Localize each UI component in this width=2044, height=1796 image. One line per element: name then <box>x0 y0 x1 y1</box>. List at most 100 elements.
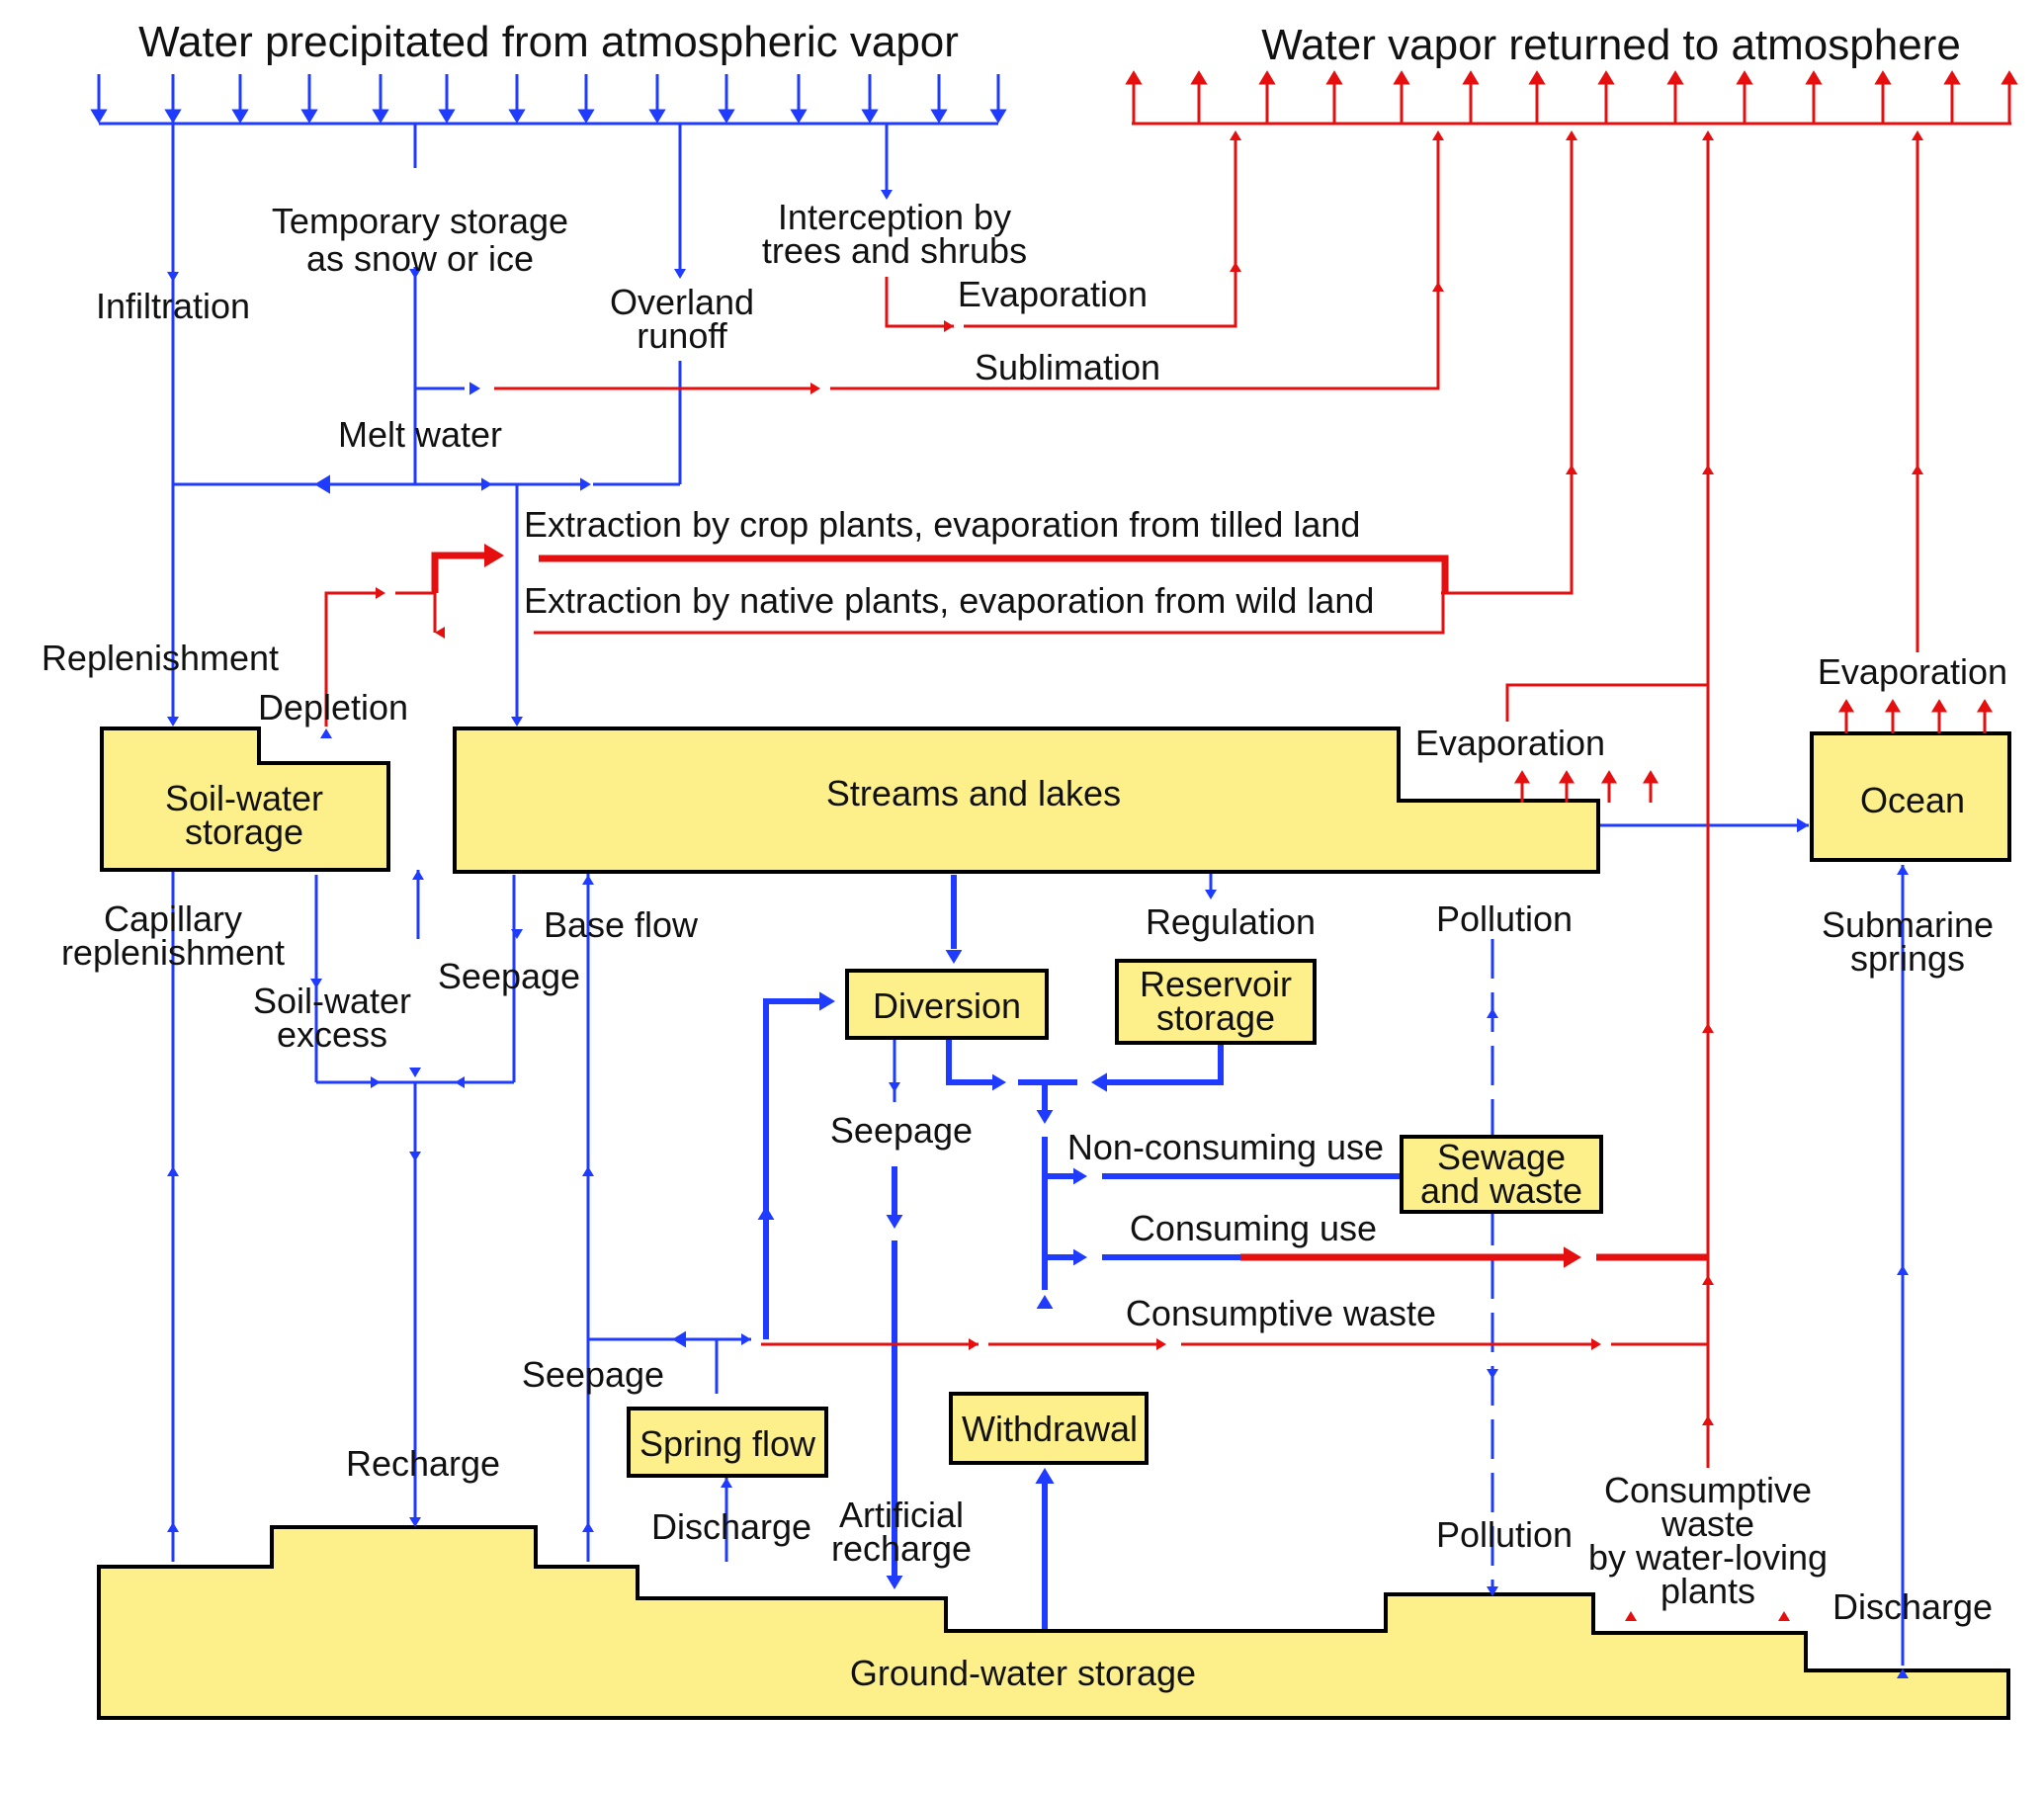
evaporation-ocean-label: Evaporation <box>1818 651 2007 692</box>
blue-arrowhead <box>672 1330 686 1348</box>
pollution-bottom-label: Pollution <box>1436 1514 1573 1555</box>
blue-arrowhead <box>1897 1265 1909 1275</box>
precipitation-arrowhead <box>438 109 456 124</box>
vapor-return-arrowhead <box>1462 70 1480 85</box>
precipitation-arrowhead <box>300 109 318 124</box>
discharge-spring-label: Discharge <box>651 1506 811 1547</box>
blue-arrowhead <box>945 950 963 964</box>
red-arrowhead <box>1778 1611 1790 1621</box>
precipitation-arrowhead <box>718 109 735 124</box>
seepage-streams-label: Seepage <box>438 956 580 996</box>
ocean-evaporation-arrowhead <box>1884 699 1902 713</box>
red-arrowhead <box>810 383 820 394</box>
blue-arrowhead <box>886 1576 903 1589</box>
regulation-label: Regulation <box>1146 901 1316 942</box>
blue-arrowhead <box>1036 1295 1054 1309</box>
blue-arrowhead <box>889 1082 900 1092</box>
evaporation-streams-label: Evaporation <box>1415 723 1605 763</box>
blue-arrowhead <box>721 1478 732 1488</box>
blue-arrowhead <box>582 1522 594 1532</box>
blue-arrowhead <box>412 870 424 880</box>
precipitation-heading: Water precipitated from atmospheric vapo… <box>138 18 959 66</box>
spring-flow-box <box>627 1407 828 1478</box>
red-arrowheads <box>376 130 1923 1621</box>
precipitation-arrowhead <box>164 109 182 124</box>
vapor-return-arrowhead <box>1393 70 1410 85</box>
red-arrowhead <box>1156 1338 1166 1350</box>
blue-arrowhead <box>511 717 523 727</box>
base-flow-label: Base flow <box>544 904 699 945</box>
blue-arrowhead <box>314 474 330 494</box>
blue-arrowhead <box>757 1206 775 1220</box>
vapor-return-arrowhead <box>1325 70 1343 85</box>
native-extraction-label: Extraction by native plants, evaporation… <box>524 580 1374 621</box>
spring-flow-text: Spring flow <box>639 1423 816 1464</box>
red-arrowhead <box>435 627 445 639</box>
red-arrowhead <box>1702 1275 1714 1285</box>
blue-arrowhead <box>582 875 594 885</box>
red-arrowhead <box>1702 465 1714 474</box>
blue-arrowhead <box>582 1166 594 1176</box>
red-arrowhead <box>1564 1246 1581 1268</box>
melt-water-label: Melt water <box>338 414 502 455</box>
seepage-diversion-label: Seepage <box>830 1110 973 1151</box>
ocean-text: Ocean <box>1860 780 1965 820</box>
blue-arrowhead <box>1036 1110 1054 1124</box>
replenishment-label: Replenishment <box>42 638 279 678</box>
blue-arrowhead <box>580 477 591 491</box>
recharge-label: Recharge <box>346 1443 500 1484</box>
sublimation-label: Sublimation <box>975 347 1160 387</box>
red-arrowhead <box>1912 130 1923 140</box>
precipitation-arrows <box>90 74 1007 124</box>
blue-arrowheads <box>167 190 1909 1678</box>
soil-water-storage-box <box>100 727 390 872</box>
streams-evaporation-arrowhead <box>1513 770 1531 784</box>
ocean-evaporation-arrowhead <box>1837 699 1855 713</box>
blue-arrowhead <box>1897 865 1909 875</box>
ground-water-storage-text: Ground-water storage <box>850 1653 1196 1693</box>
precipitation-arrowhead <box>231 109 249 124</box>
blue-arrowhead <box>481 477 492 491</box>
blue-arrowhead <box>511 929 523 939</box>
red-arrowhead <box>1702 1415 1714 1425</box>
non-consuming-use-label: Non-consuming use <box>1067 1127 1384 1167</box>
red-arrowhead <box>1432 130 1444 140</box>
withdrawal-text: Withdrawal <box>962 1409 1138 1449</box>
precipitation-arrowhead <box>508 109 526 124</box>
blue-arrowhead <box>1091 1072 1107 1092</box>
blue-arrowhead <box>674 269 686 279</box>
pollution-top-label: Pollution <box>1436 898 1573 939</box>
seepage-spring-label: Seepage <box>522 1354 664 1395</box>
red-arrowhead <box>1591 1338 1601 1350</box>
red-arrowhead <box>1230 130 1241 140</box>
blue-arrowhead <box>1797 817 1809 833</box>
red-arrowhead <box>1230 262 1241 272</box>
streams-and-lakes-text: Streams and lakes <box>826 773 1121 813</box>
ocean-evaporation-arrowhead <box>1976 699 1994 713</box>
red-arrowhead <box>1625 1611 1637 1621</box>
blue-arrowhead <box>371 1076 381 1088</box>
precipitation-arrowhead <box>90 109 108 124</box>
blue-arrowhead <box>1897 1668 1909 1678</box>
vapor-return-arrows <box>1125 70 2018 803</box>
streams-and-lakes-box <box>453 727 1600 874</box>
ocean-box <box>1810 731 2011 862</box>
streams-evaporation-arrowhead <box>1600 770 1618 784</box>
vapor-return-arrowhead <box>1597 70 1615 85</box>
blue-arrowhead <box>1205 890 1217 899</box>
reservoir-storage-box <box>1115 959 1317 1045</box>
red-arrowhead <box>1702 130 1714 140</box>
vapor-return-arrowhead <box>1125 70 1143 85</box>
vapor-return-arrowhead <box>1258 70 1276 85</box>
blue-arrowhead <box>409 1517 421 1527</box>
precipitation-arrowhead <box>861 109 879 124</box>
blue-arrowhead <box>992 1073 1006 1091</box>
